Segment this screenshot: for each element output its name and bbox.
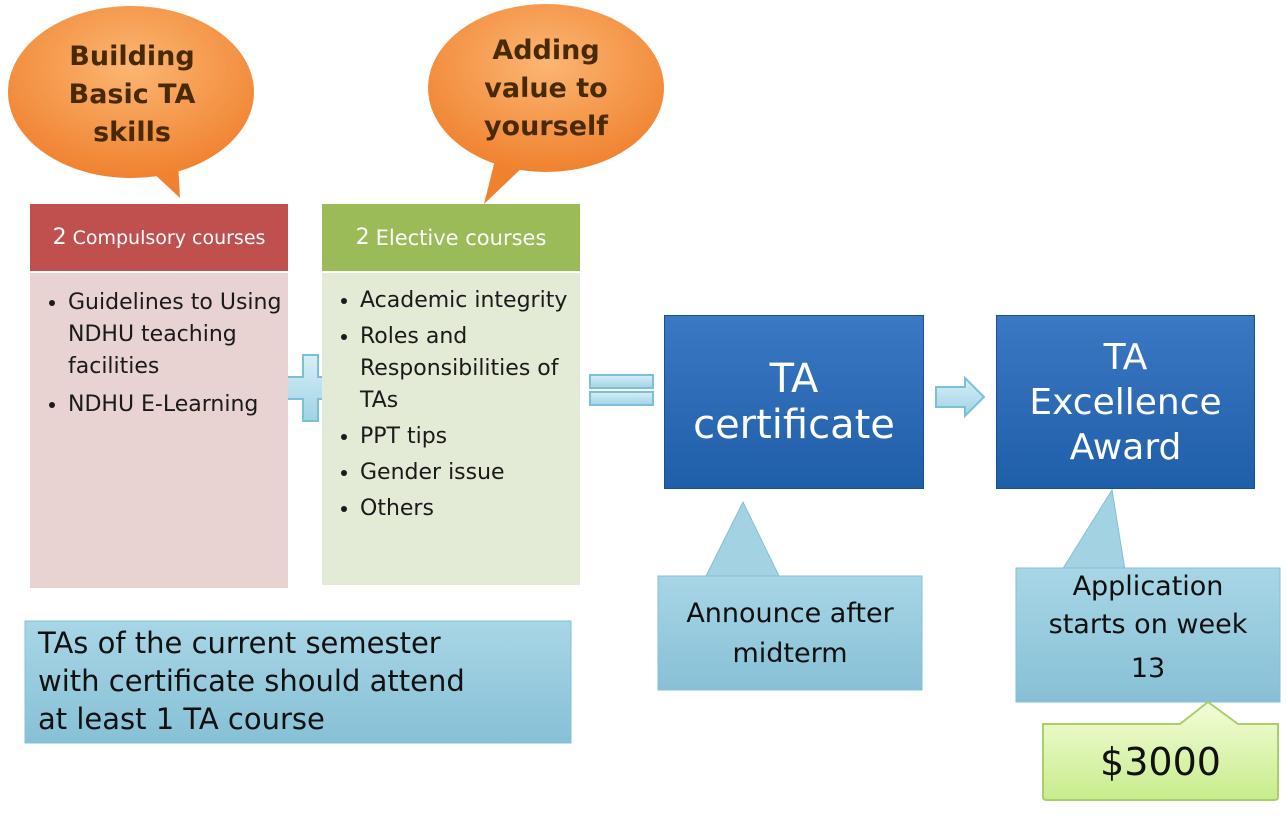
certificate-line1: TA: [769, 356, 819, 402]
note-line1: TAs of the current semester: [38, 626, 441, 660]
compulsory-courses-header: 2 Compulsory courses: [30, 204, 288, 271]
award-line2: Excellence: [1029, 381, 1222, 423]
compulsory-item: NDHU E-Learning: [68, 389, 288, 421]
callout-certificate-shape: [657, 500, 923, 691]
elective-item: Others: [360, 493, 580, 525]
bubble-right-line1: Adding: [492, 35, 600, 66]
bubble-left-line1: Building: [69, 41, 195, 72]
certificate-line2: certificate: [693, 402, 895, 448]
note-text: TAs of the current semester with certifi…: [38, 624, 568, 738]
award-line3: Award: [1069, 426, 1182, 468]
bubble-left-line2: Basic TA: [68, 79, 196, 110]
bubble-left-text: Building Basic TA skills: [40, 38, 224, 152]
prize-shape: [1042, 700, 1279, 801]
award-line1: TA: [1103, 336, 1148, 378]
ta-certificate-box: TA certificate: [664, 315, 924, 489]
elective-title: Elective courses: [375, 225, 547, 250]
prize-amount: $3000: [1100, 740, 1221, 784]
equals-icon: [589, 374, 654, 406]
elective-courses-list: Academic integrity Roles and Responsibil…: [322, 273, 580, 585]
note-box-shape: [24, 620, 572, 744]
compulsory-item: Guidelines to Using NDHU teaching facili…: [68, 287, 288, 383]
callout-award-text: Application starts on week 13: [1020, 568, 1276, 688]
compulsory-count: 2: [52, 225, 67, 250]
elective-item: PPT tips: [360, 421, 580, 453]
bubble-right-line3: yourself: [483, 111, 609, 142]
callout-certificate-text: Announce after midterm: [686, 598, 894, 669]
speech-bubble-right: [428, 4, 664, 204]
compulsory-courses-list: Guidelines to Using NDHU teaching facili…: [30, 273, 288, 588]
callout-award-line2: starts on week: [1048, 609, 1248, 640]
arrow-right-icon: [935, 375, 986, 419]
callout-award-shape: [1015, 488, 1281, 703]
elective-item: Academic integrity: [360, 285, 580, 317]
elective-item: Gender issue: [360, 457, 580, 489]
callout-award-line3: 13: [1130, 653, 1166, 684]
note-line3: at least 1 TA course: [38, 702, 325, 736]
bubble-left-line3: skills: [93, 117, 171, 148]
callout-award-line1: Application: [1072, 571, 1224, 602]
elective-item: Roles and Responsibilities of TAs: [360, 321, 580, 417]
note-line2: with certificate should attend: [38, 664, 465, 698]
bubble-right-line2: value to: [484, 73, 608, 104]
bubble-right-text: Adding value to yourself: [452, 32, 640, 146]
speech-bubble-left: [8, 6, 254, 198]
elective-courses-header: 2 Elective courses: [322, 204, 580, 271]
elective-count: 2: [355, 225, 370, 250]
compulsory-title: Compulsory courses: [72, 226, 266, 249]
ta-excellence-award-box: TA Excellence Award: [996, 315, 1255, 489]
